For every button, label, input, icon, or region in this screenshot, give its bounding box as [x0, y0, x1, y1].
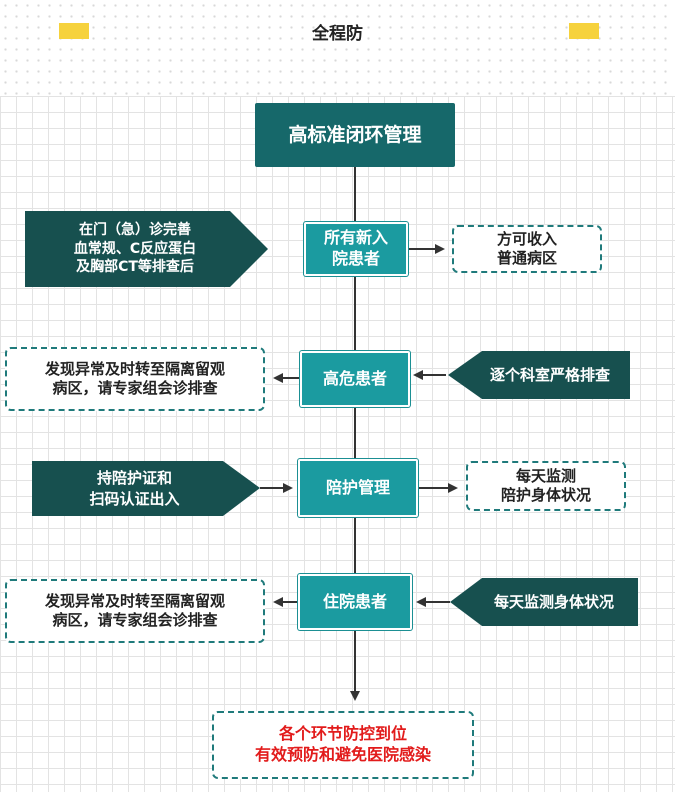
escort-left-text: 持陪护证和 扫码认证出入 — [89, 469, 180, 508]
yellow-accent-right — [569, 23, 599, 39]
main-node: 高标准闭环管理 — [255, 103, 455, 167]
inpatient-node: 住院患者 — [298, 574, 412, 630]
inpatient-right-text: 每天监测身体状况 — [493, 592, 614, 611]
admission-left-text: 在门（急）诊完善 血常规、C反应蛋白 及胸部CT等排查后 — [73, 221, 197, 276]
final-outcome-box: 各个环节防控到位 有效预防和避免医院感染 — [212, 711, 474, 779]
dotted-header-background — [0, 0, 675, 96]
yellow-accent-left — [59, 23, 89, 39]
high-risk-right-pentagon — [448, 351, 630, 399]
admission-node: 所有新入 院患者 — [304, 222, 408, 276]
inpatient-left-box: 发现异常及时转至隔离留观 病区，请专家组会诊排查 — [5, 579, 265, 643]
page-title: 全程防 — [312, 24, 363, 44]
high-risk-right-text: 逐个科室严格排查 — [489, 365, 610, 384]
escort-node: 陪护管理 — [298, 459, 418, 517]
inpatient-right-pentagon — [450, 578, 638, 626]
escort-right-box: 每天监测 陪护身体状况 — [466, 461, 626, 511]
admission-left-pentagon — [25, 211, 268, 287]
high-risk-node: 高危患者 — [300, 351, 410, 407]
escort-left-pentagon — [32, 461, 260, 516]
admission-right-box: 方可收入 普通病区 — [452, 225, 602, 273]
high-risk-left-box: 发现异常及时转至隔离留观 病区，请专家组会诊排查 — [5, 347, 265, 411]
